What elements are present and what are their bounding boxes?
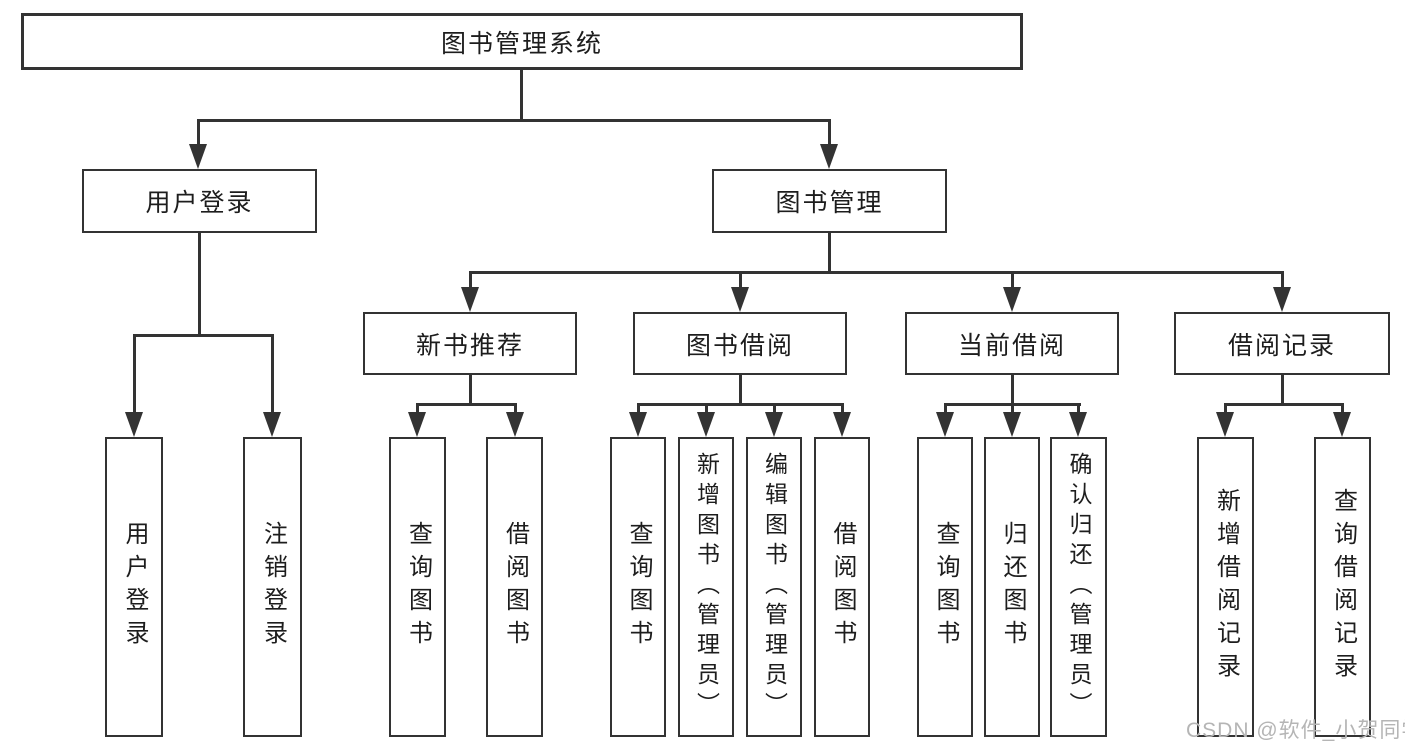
arrowhead-icon [697, 412, 715, 437]
connector-line [1281, 375, 1284, 406]
leaf-borrow-books: 借阅图书 [814, 437, 870, 737]
leaf-confirm-return-admin: 确认归还（管理员） [1050, 437, 1107, 737]
connector-line [773, 403, 776, 414]
arrowhead-icon [1069, 412, 1087, 437]
arrowhead-icon [765, 412, 783, 437]
connector-line [197, 119, 831, 122]
connector-line [828, 233, 831, 273]
connector-line [739, 375, 742, 406]
connector-line [705, 403, 708, 414]
node-borrowing-records: 借阅记录 [1174, 312, 1390, 375]
connector-line [841, 403, 844, 414]
node-book-management: 图书管理 [712, 169, 947, 233]
connector-line [469, 375, 472, 406]
connector-line [1011, 403, 1014, 414]
arrowhead-icon [408, 412, 426, 437]
connector-line [133, 334, 273, 337]
arrowhead-icon [506, 412, 524, 437]
arrowhead-icon [263, 412, 281, 437]
leaf-add-books-admin: 新增图书（管理员） [678, 437, 734, 737]
leaf-logout: 注销登录 [243, 437, 302, 737]
connector-line [828, 119, 831, 147]
arrowhead-icon [125, 412, 143, 437]
leaf-query-books-current: 查询图书 [917, 437, 973, 737]
arrowhead-icon [833, 412, 851, 437]
arrowhead-icon [936, 412, 954, 437]
leaf-add-borrow-record: 新增借阅记录 [1197, 437, 1254, 737]
arrowhead-icon [189, 144, 207, 169]
connector-line [637, 403, 640, 414]
connector-line [739, 271, 742, 288]
leaf-edit-books-admin: 编辑图书（管理员） [746, 437, 802, 737]
node-user-login: 用户登录 [82, 169, 317, 233]
connector-line [271, 334, 274, 412]
connector-line [416, 403, 517, 406]
leaf-query-borrow-record: 查询借阅记录 [1314, 437, 1371, 737]
arrowhead-icon [461, 287, 479, 312]
arrowhead-icon [629, 412, 647, 437]
connector-line [520, 69, 523, 122]
connector-line [1224, 403, 1344, 406]
connector-line [1011, 271, 1014, 288]
connector-line [469, 271, 1283, 274]
connector-line [416, 403, 419, 414]
leaf-query-books-recommend: 查询图书 [389, 437, 446, 737]
arrowhead-icon [1003, 287, 1021, 312]
leaf-borrow-books-recommend: 借阅图书 [486, 437, 543, 737]
connector-line [1281, 271, 1284, 288]
watermark: CSDN @软件_小贺同学 [1186, 719, 1405, 742]
connector-line [1224, 403, 1227, 414]
connector-line [637, 403, 844, 406]
arrowhead-icon [1333, 412, 1351, 437]
leaf-return-books: 归还图书 [984, 437, 1040, 737]
connector-line [1341, 403, 1344, 414]
node-new-book-recommend: 新书推荐 [363, 312, 577, 375]
connector-line [469, 271, 472, 288]
arrowhead-icon [820, 144, 838, 169]
leaf-query-books-borrowing: 查询图书 [610, 437, 666, 737]
arrowhead-icon [1216, 412, 1234, 437]
arrowhead-icon [1003, 412, 1021, 437]
connector-line [1077, 403, 1080, 414]
connector-line [197, 119, 200, 147]
connector-line [944, 403, 947, 414]
arrowhead-icon [731, 287, 749, 312]
leaf-user-login: 用户登录 [105, 437, 163, 737]
node-library-system: 图书管理系统 [21, 13, 1023, 70]
arrowhead-icon [1273, 287, 1291, 312]
connector-line [1011, 375, 1014, 406]
node-book-borrowing: 图书借阅 [633, 312, 847, 375]
connector-line [514, 403, 517, 414]
connector-line [198, 233, 201, 337]
node-current-borrowing: 当前借阅 [905, 312, 1119, 375]
connector-line [133, 334, 136, 412]
